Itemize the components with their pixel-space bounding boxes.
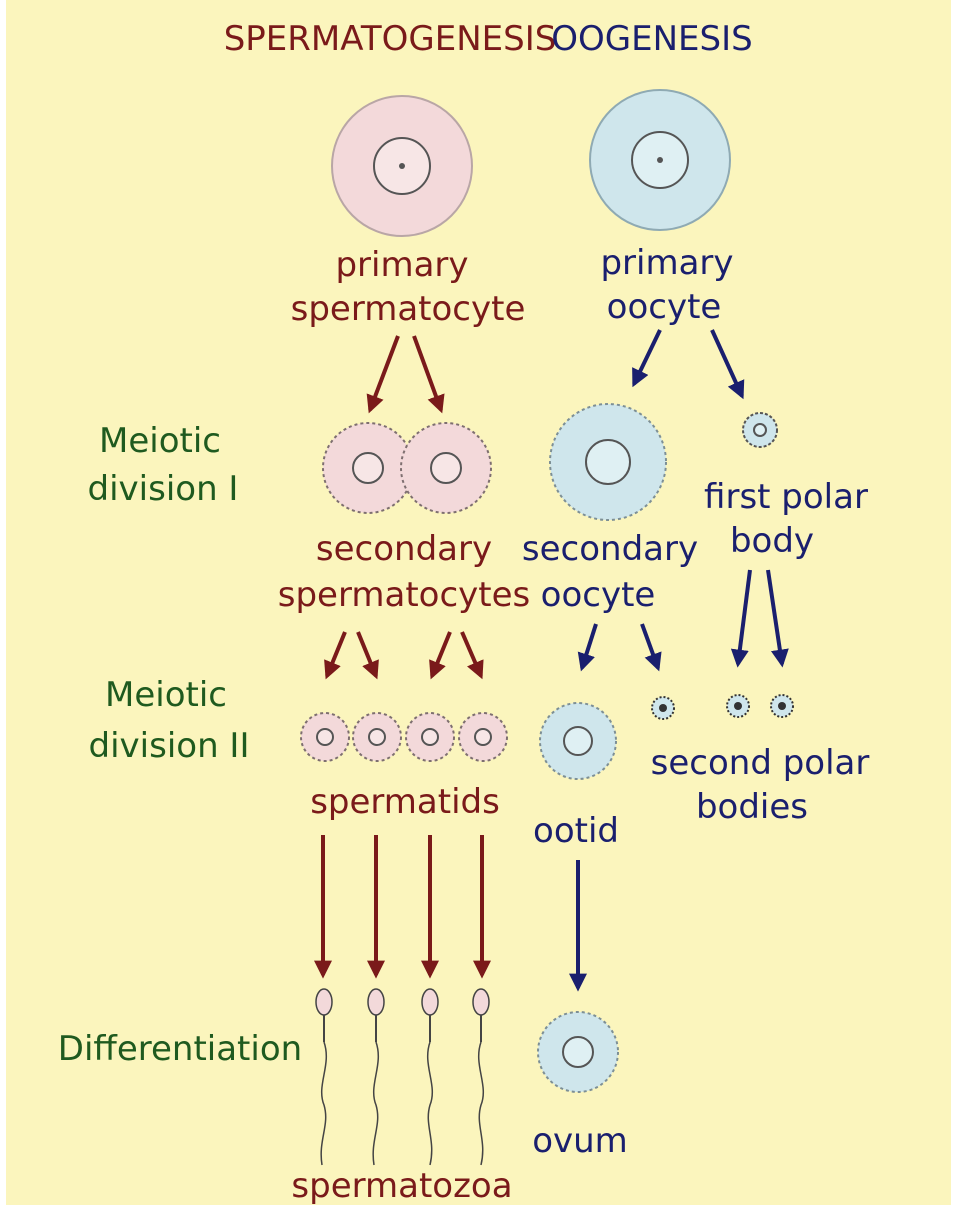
- spermatozoon-2: [367, 988, 385, 1166]
- spermatid-cell-2: [352, 712, 402, 762]
- arrow-to-secondary-oocyte: [632, 329, 662, 388]
- meiotic-division-1-label-line1: Meiotic: [99, 421, 221, 461]
- spermatozoon-4: [472, 988, 490, 1166]
- second-polar-body-cell-1: [651, 696, 675, 720]
- spermatozoon-3: [421, 988, 439, 1166]
- primary-spermatocyte-label-line1: primary: [335, 245, 468, 285]
- secondary-oocyte-label-line1: secondary: [522, 529, 698, 569]
- arrow-to-ootid: [577, 623, 598, 672]
- meiotic-division-1-label-line2: division I: [88, 469, 239, 509]
- arrow-primary-to-secondary-spermatocyte-1: [366, 335, 400, 414]
- differentiation-label: Differentiation: [58, 1029, 302, 1069]
- arrow-to-first-polar-body: [710, 329, 745, 400]
- first-polar-body-label-line2: body: [730, 521, 814, 561]
- secondary-spermatocytes-label-line1: secondary: [316, 529, 492, 569]
- ootid-label: ootid: [533, 811, 619, 851]
- second-polar-bodies-label-line1: second polar: [651, 743, 870, 783]
- first-polar-body-cell: [742, 412, 778, 448]
- spermatogenesis-heading: SPERMATOGENESIS: [224, 19, 557, 59]
- spermatid-cell-3: [405, 712, 455, 762]
- primary-oocyte-cell: [589, 89, 731, 231]
- arrow-to-spermatid-4: [460, 631, 484, 680]
- meiotic-division-2-label-line1: Meiotic: [105, 675, 227, 715]
- arrow-to-second-polar-body-2: [766, 569, 789, 668]
- second-polar-body-cell-3: [770, 694, 794, 718]
- secondary-spermatocyte-cell-2: [400, 422, 492, 514]
- primary-oocyte-label-line1: primary: [600, 243, 733, 283]
- primary-spermatocyte-cell: [331, 95, 473, 237]
- oogenesis-heading: OOGENESIS: [551, 19, 752, 59]
- secondary-oocyte-cell: [549, 403, 667, 521]
- arrow-to-spermatid-3: [429, 631, 452, 680]
- primary-oocyte-label-line2: oocyte: [607, 287, 722, 327]
- ootid-cell: [539, 702, 617, 780]
- spermatozoa-label: spermatozoa: [291, 1166, 512, 1206]
- spermatids-label: spermatids: [310, 782, 500, 822]
- arrow-to-spermatid-1: [324, 631, 347, 680]
- spermatid-cell-4: [458, 712, 508, 762]
- arrow-to-second-polar-body-oocyte: [640, 623, 662, 672]
- arrow-to-second-polar-body-1: [730, 569, 752, 668]
- arrow-primary-to-secondary-spermatocyte-2: [412, 335, 445, 414]
- arrow-to-spermatid-2: [356, 631, 379, 680]
- meiotic-division-2-label-line2: division II: [89, 726, 250, 766]
- second-polar-body-cell-2: [726, 694, 750, 718]
- secondary-spermatocyte-cell-1: [322, 422, 414, 514]
- spermatid-cell-1: [300, 712, 350, 762]
- ovum-cell: [537, 1011, 619, 1093]
- secondary-oocyte-label-line2: oocyte: [541, 575, 656, 615]
- primary-spermatocyte-label-line2: spermatocyte: [291, 289, 526, 329]
- second-polar-bodies-label-line2: bodies: [696, 787, 808, 827]
- spermatozoon-1: [315, 988, 333, 1166]
- secondary-spermatocytes-label-line2: spermatocytes: [278, 575, 530, 615]
- first-polar-body-label-line1: first polar: [704, 477, 868, 517]
- ovum-label: ovum: [532, 1121, 628, 1161]
